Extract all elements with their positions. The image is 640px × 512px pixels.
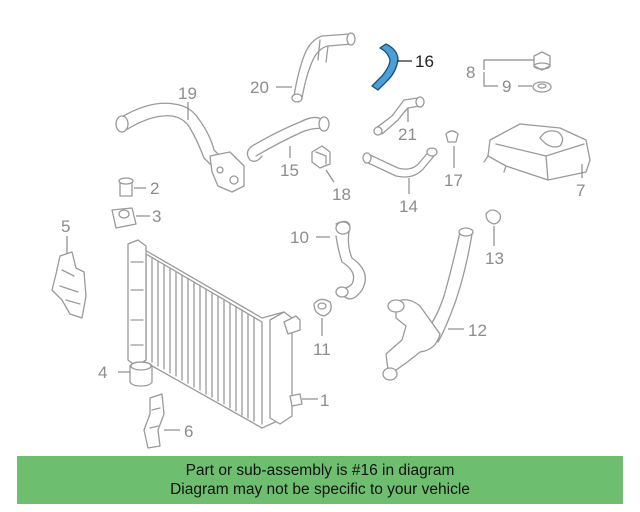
callout-11: 11	[313, 340, 331, 359]
info-banner: Part or sub-assembly is #16 in diagram D…	[17, 456, 623, 504]
callout-2: 2	[150, 179, 159, 198]
callout-15: 15	[280, 161, 299, 180]
callout-4: 4	[98, 363, 107, 382]
hose-20-part	[291, 32, 356, 103]
cap-8-part	[533, 51, 551, 71]
callout-5: 5	[61, 217, 70, 236]
callout-21: 21	[398, 125, 417, 144]
clamp-13-part	[485, 209, 502, 225]
callout-20: 20	[250, 78, 269, 97]
seal-9-part	[532, 81, 552, 93]
callout-19: 19	[178, 84, 197, 103]
radiator-part	[127, 239, 303, 429]
clamp-17-part	[445, 130, 459, 143]
expansion-tank-part	[483, 123, 591, 181]
banner-line-1: Part or sub-assembly is #16 in diagram	[185, 462, 455, 479]
leader-lines	[66, 59, 583, 431]
bracket-6-part	[143, 393, 165, 449]
hose-15-part	[246, 116, 330, 162]
clamp-11-part	[313, 298, 332, 317]
callout-1: 1	[320, 391, 329, 410]
hose-10-part	[335, 220, 366, 300]
callout-18: 18	[332, 185, 351, 204]
callout-3: 3	[152, 207, 161, 226]
bracket-18-part	[311, 145, 331, 169]
hose-12-part	[382, 227, 474, 381]
bracket-5-part	[51, 251, 87, 319]
callout-labels: 1 2 3 4 5 6 7 8 9 10 11 12 13 14 15 16 1…	[61, 52, 585, 441]
callout-12: 12	[468, 321, 487, 340]
callout-8: 8	[466, 63, 475, 82]
mount-4-part	[129, 361, 153, 387]
hose-14-part	[362, 147, 438, 178]
bushing-2-part	[118, 177, 134, 197]
callout-14: 14	[399, 197, 418, 216]
hose-16-part	[371, 43, 399, 91]
callout-9: 9	[502, 77, 511, 96]
callout-13: 13	[485, 249, 504, 268]
mount-3-part	[111, 207, 137, 229]
callout-17: 17	[444, 171, 463, 190]
banner-line-2: Diagram may not be specific to your vehi…	[170, 481, 470, 498]
parts-diagram: 1 2 3 4 5 6 7 8 9 10 11 12 13 14 15 16 1…	[51, 32, 591, 449]
callout-7: 7	[576, 181, 585, 200]
callout-10: 10	[290, 228, 309, 247]
hose-19-part	[115, 102, 245, 193]
callout-16: 16	[415, 52, 434, 71]
callout-6: 6	[184, 422, 193, 441]
